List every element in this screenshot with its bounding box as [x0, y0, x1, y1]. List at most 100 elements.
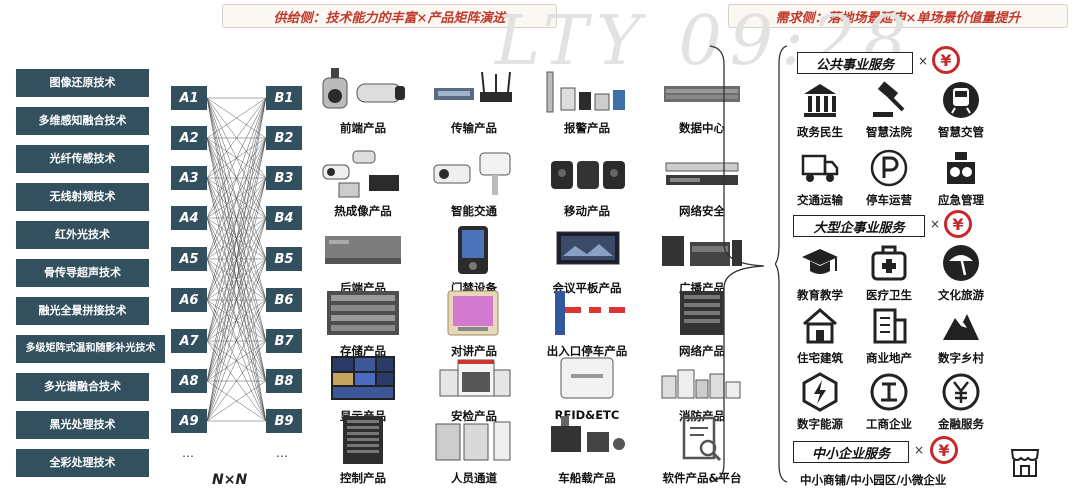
- technology-item: 红外光技术: [16, 221, 149, 249]
- yuan-symbol: ¥: [952, 214, 964, 234]
- technology-item: 多维感知融合技术: [16, 107, 149, 135]
- product-label: 车船载产品: [558, 471, 616, 485]
- product-label: 网络安全: [679, 204, 725, 218]
- rfid-product-image: [541, 352, 633, 410]
- product-label: 网络产品: [679, 344, 725, 358]
- a-node: A6: [171, 288, 207, 312]
- traffic-product-image: [428, 147, 520, 205]
- yuan-coin-icon: ¥: [930, 436, 958, 464]
- technology-item: 骨传导超声技术: [16, 259, 149, 287]
- product-label: 控制产品: [340, 471, 386, 485]
- enterprise-service-title: 大型企事业服务: [793, 215, 925, 237]
- b-node: B4: [266, 206, 302, 230]
- product-label: 传输产品: [451, 121, 497, 135]
- product-label: 出入口停车产品: [546, 344, 628, 358]
- technology-item: 光纤传感技术: [16, 145, 149, 173]
- b-node: B9: [266, 409, 302, 433]
- intercom-product-image: [428, 287, 520, 345]
- service-label: 政务民生: [797, 125, 843, 139]
- sme-service-label: 中小商铺/中小园区/小微企业: [800, 473, 947, 487]
- sme-service-title: 中小企业服务: [793, 441, 909, 463]
- technology-item: 图像还原技术: [16, 69, 149, 97]
- public-service-title: 公共事业服务: [797, 52, 913, 74]
- alarm-product-image: [541, 64, 633, 122]
- building-icon: [869, 306, 909, 350]
- product-label: 热成像产品: [334, 204, 392, 218]
- nvr-product-image: [317, 224, 409, 282]
- service-label: 智慧交管: [938, 125, 984, 139]
- service-label: 金融服务: [938, 417, 984, 431]
- service-label: 智慧法院: [866, 125, 912, 139]
- a-node-ellipsis: …: [182, 446, 194, 460]
- technology-item: 多光谱融合技术: [16, 373, 149, 401]
- b-node: B8: [266, 369, 302, 393]
- switch-product-image: [428, 64, 520, 122]
- door-product-image: [428, 224, 520, 282]
- n-by-n-connection-mesh: [206, 97, 267, 422]
- service-label: 停车运营: [866, 193, 912, 207]
- service-label: 应急管理: [938, 193, 984, 207]
- gate-product-image: [428, 414, 520, 472]
- software-product-image: [656, 414, 748, 472]
- supply-side-header: 供给侧：技术能力的丰富×产品矩阵演进: [222, 4, 557, 28]
- product-label: 智能交通: [451, 204, 497, 218]
- truck-icon: [800, 148, 840, 192]
- firewall-product-image: [656, 147, 748, 205]
- vehicle-product-image: [541, 414, 633, 472]
- demand-group-brace: [775, 45, 788, 483]
- b-node: B6: [266, 288, 302, 312]
- b-node: B2: [266, 126, 302, 150]
- storage-product-image: [317, 287, 409, 345]
- service-label: 工商企业: [866, 417, 912, 431]
- fire-product-image: [656, 352, 748, 410]
- parking-icon: [869, 148, 909, 192]
- yuan-symbol: ¥: [938, 440, 950, 460]
- product-label: 存储产品: [340, 344, 386, 358]
- technology-item: 黑光处理技术: [16, 411, 149, 439]
- multiply-sign: ×: [918, 54, 929, 68]
- product-label: RFID&ETC: [554, 408, 620, 422]
- technology-item: 融光全景拼接技术: [16, 297, 149, 325]
- public-service-title-text: 公共事业服务: [815, 57, 894, 73]
- service-label: 医疗卫生: [866, 288, 912, 302]
- enterprise-service-title-text: 大型企事业服务: [813, 220, 905, 236]
- product-label: 会议平板产品: [552, 281, 622, 295]
- yuan-coin-icon: ¥: [932, 46, 960, 74]
- technology-item: 全彩处理技术: [16, 449, 149, 477]
- train-icon: [941, 80, 981, 124]
- supply-side-header-text: 供给侧：技术能力的丰富×产品矩阵演进: [273, 10, 506, 26]
- product-to-demand-brace: [709, 45, 765, 483]
- server-product-image: [656, 64, 748, 122]
- barrier-product-image: [541, 287, 633, 345]
- sme-service-title-text: 中小企业服务: [811, 446, 890, 462]
- technology-item: 无线射频技术: [16, 183, 149, 211]
- product-label: 对讲产品: [451, 344, 497, 358]
- yuan-coin-icon: ¥: [944, 210, 972, 238]
- a-node: A4: [171, 206, 207, 230]
- a-node: A2: [171, 126, 207, 150]
- graduation-cap-icon: [800, 243, 840, 287]
- demand-side-header: 需求侧：落地场景延申×单场景价值量提升: [728, 4, 1068, 28]
- a-node: A7: [171, 329, 207, 353]
- government-icon: [800, 80, 840, 124]
- camera-product-image: [317, 64, 409, 122]
- multiply-sign: ×: [914, 443, 925, 457]
- yuan-symbol: ¥: [940, 50, 952, 70]
- house-icon: [800, 306, 840, 350]
- panel-product-image: [541, 224, 633, 282]
- service-label: 住宅建筑: [797, 351, 843, 365]
- product-label: 报警产品: [564, 121, 610, 135]
- medical-kit-icon: [869, 243, 909, 287]
- a-node: A1: [171, 86, 207, 110]
- emergency-icon: [941, 148, 981, 192]
- a-node: A3: [171, 166, 207, 190]
- service-label: 数字乡村: [938, 351, 984, 365]
- network-product-image: [656, 287, 748, 345]
- energy-icon: [800, 372, 840, 416]
- b-node: B5: [266, 247, 302, 271]
- service-label: 数字能源: [797, 417, 843, 431]
- thermal-product-image: [317, 147, 409, 205]
- speaker-product-image: [656, 224, 748, 282]
- product-label: 前端产品: [340, 121, 386, 135]
- demand-side-header-text: 需求侧：落地场景延申×单场景价值量提升: [775, 10, 1021, 26]
